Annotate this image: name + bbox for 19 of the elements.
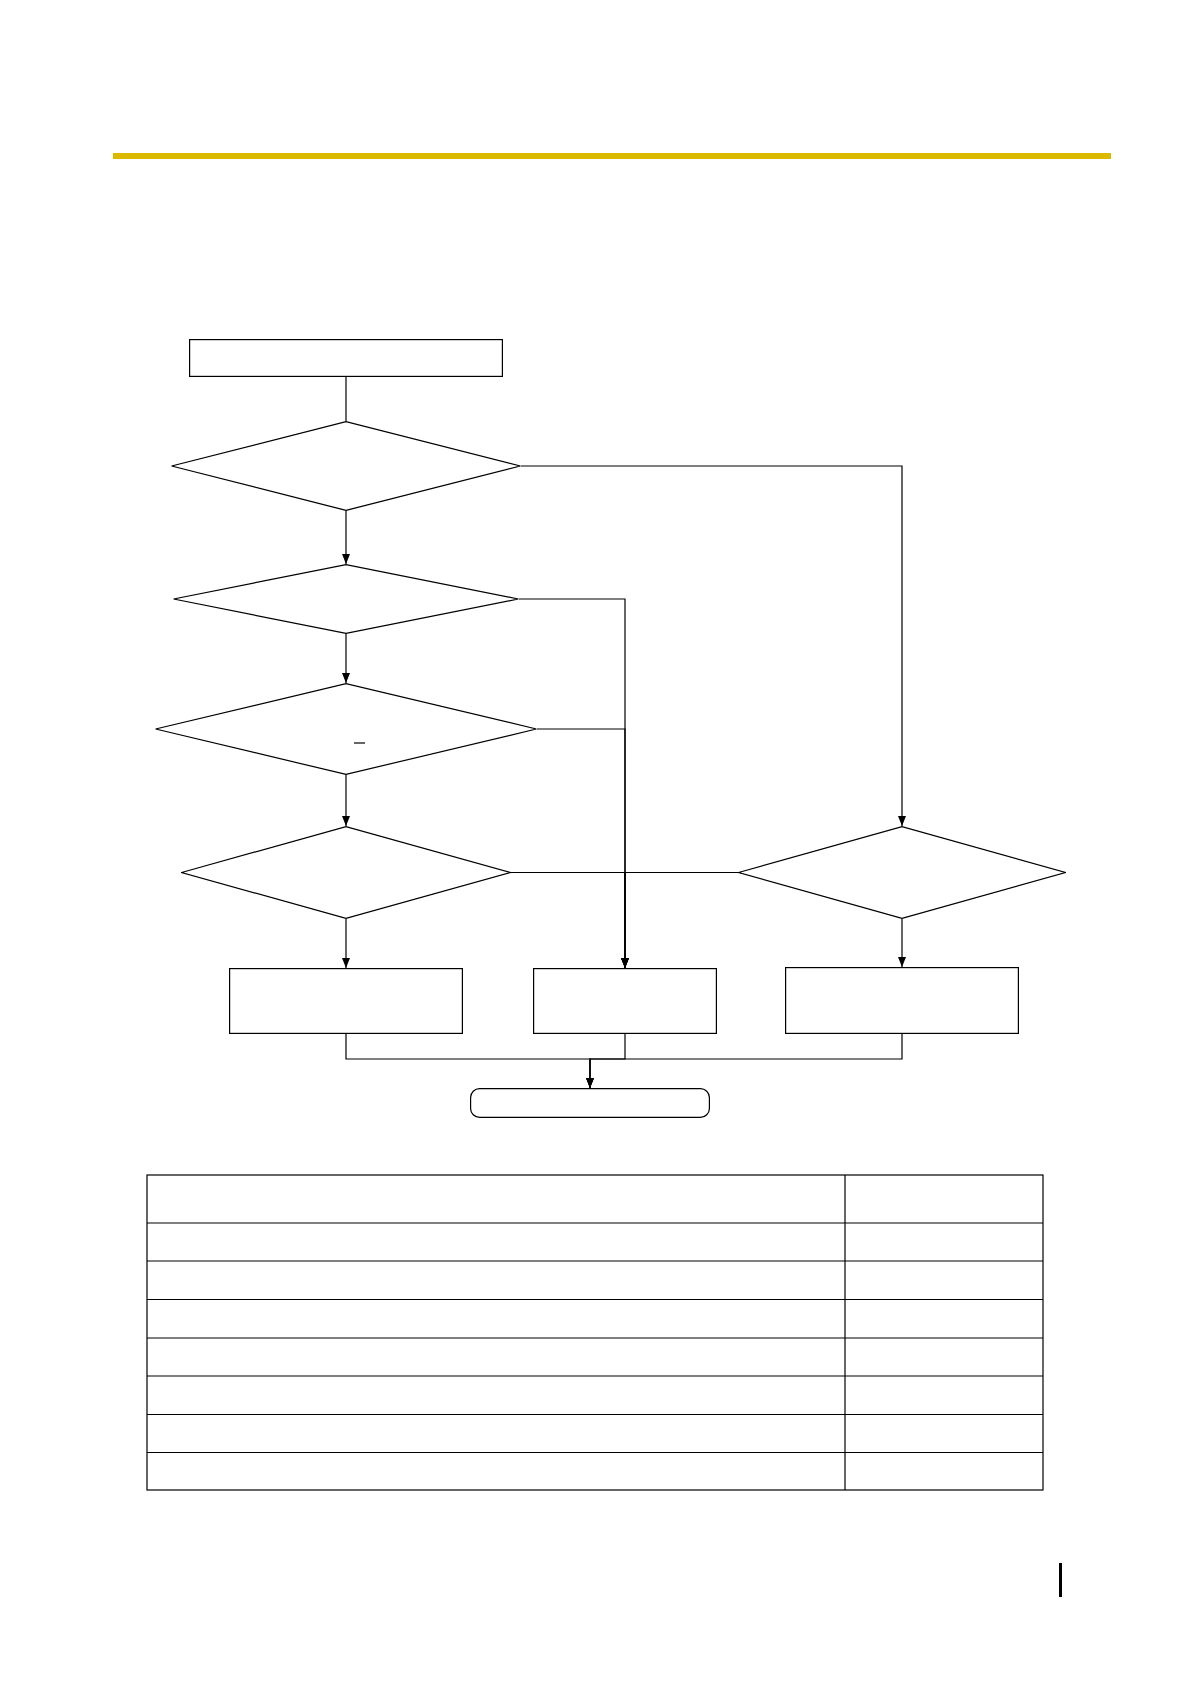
decision-diamond — [171, 421, 521, 511]
arrow — [342, 918, 350, 969]
decision-diamond — [181, 826, 511, 919]
arrow — [898, 918, 906, 968]
arrow — [342, 510, 350, 565]
connector-line — [345, 376, 347, 422]
decision-diamond — [173, 564, 519, 634]
decision-diamond — [738, 826, 1066, 919]
process-box — [189, 339, 503, 377]
process-box — [229, 968, 463, 1034]
process-box — [533, 968, 717, 1034]
arrow — [586, 1033, 903, 1089]
arrow — [520, 465, 906, 827]
terminal-box — [470, 1088, 710, 1118]
process-box — [785, 967, 1019, 1034]
decision-diamond — [155, 683, 537, 775]
arrow — [342, 774, 350, 827]
arrow — [621, 871, 739, 969]
arrow — [342, 633, 350, 684]
